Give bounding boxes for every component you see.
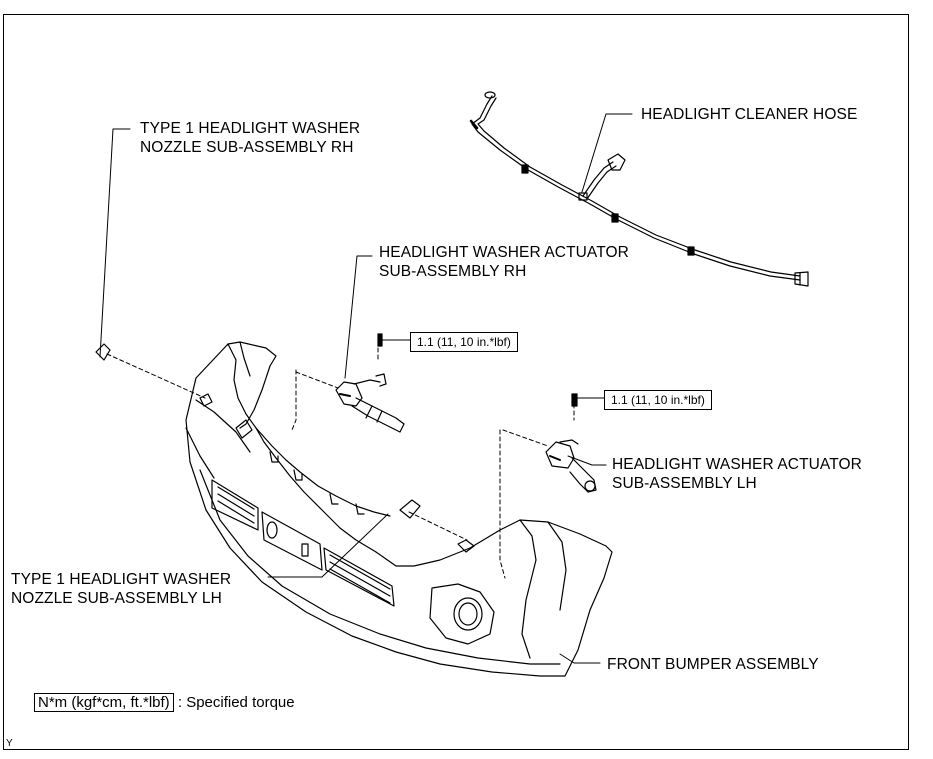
diagram-frame: [3, 14, 909, 750]
leader-lines: [99, 113, 633, 664]
label-nozzle-lh-line1: TYPE 1 HEADLIGHT WASHER: [11, 571, 232, 588]
label-actuator-lh-line1: HEADLIGHT WASHER ACTUATOR: [612, 456, 862, 473]
assembly-dashed-lines: [106, 347, 575, 579]
legend-unit-box: N*m (kgf*cm, ft.*lbf): [34, 693, 174, 712]
washer-actuator-rh: [335, 333, 405, 433]
label-actuator-rh-line2: SUB-ASSEMBLY RH: [379, 263, 527, 280]
figure-code: Y: [6, 738, 13, 749]
torque-leaders: [381, 339, 605, 399]
label-actuator-rh: HEADLIGHT WASHER ACTUATOR SUB-ASSEMBLY R…: [379, 243, 629, 281]
label-actuator-rh-line1: HEADLIGHT WASHER ACTUATOR: [379, 244, 629, 261]
label-nozzle-lh-line2: NOZZLE SUB-ASSEMBLY LH: [11, 590, 222, 607]
torque-value-lh: 1.1 (11, 10 in.*lbf): [604, 390, 712, 410]
torque-value-rh: 1.1 (11, 10 in.*lbf): [410, 332, 518, 352]
headlight-cleaner-hose: [469, 91, 809, 287]
washer-actuator-lh: [545, 393, 597, 493]
legend-text: : Specified torque: [177, 694, 295, 711]
torque-legend: N*m (kgf*cm, ft.*lbf) : Specified torque: [34, 693, 295, 712]
label-actuator-lh-line2: SUB-ASSEMBLY LH: [612, 475, 757, 492]
label-nozzle-rh: TYPE 1 HEADLIGHT WASHER NOZZLE SUB-ASSEM…: [140, 119, 360, 157]
label-front-bumper: FRONT BUMPER ASSEMBLY: [607, 656, 819, 673]
label-cleaner-hose: HEADLIGHT CLEANER HOSE: [641, 106, 858, 123]
label-nozzle-rh-line2: NOZZLE SUB-ASSEMBLY RH: [140, 139, 354, 156]
label-actuator-lh: HEADLIGHT WASHER ACTUATOR SUB-ASSEMBLY L…: [612, 455, 862, 493]
front-bumper-assembly: [185, 341, 613, 677]
label-nozzle-lh: TYPE 1 HEADLIGHT WASHER NOZZLE SUB-ASSEM…: [11, 570, 231, 608]
label-nozzle-rh-line1: TYPE 1 HEADLIGHT WASHER: [140, 120, 361, 137]
nozzle-rh-part: [95, 343, 111, 361]
